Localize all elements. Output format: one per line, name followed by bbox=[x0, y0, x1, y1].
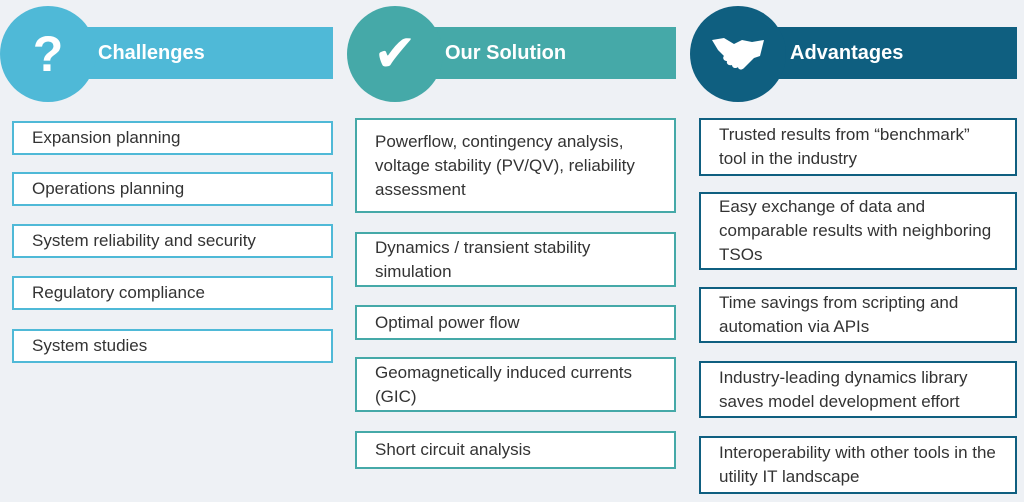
challenge-item: Expansion planning bbox=[12, 121, 333, 155]
solution-item: Optimal power flow bbox=[355, 305, 676, 340]
challenge-item: System studies bbox=[12, 329, 333, 363]
challenge-item: System reliability and security bbox=[12, 224, 333, 258]
solution-item: Powerflow, contingency analysis, voltage… bbox=[355, 118, 676, 213]
advantages-header: Advantages bbox=[690, 6, 1017, 102]
advantage-item: Interoperability with other tools in the… bbox=[699, 436, 1017, 494]
advantage-item: Time savings from scripting and automati… bbox=[699, 287, 1017, 343]
advantage-item: Trusted results from “benchmark” tool in… bbox=[699, 118, 1017, 176]
handshake-icon bbox=[690, 6, 786, 102]
advantage-item: Easy exchange of data and comparable res… bbox=[699, 192, 1017, 270]
challenge-item: Regulatory compliance bbox=[12, 276, 333, 310]
solution-header: Our Solution ✔ bbox=[347, 6, 676, 102]
solution-item: Short circuit analysis bbox=[355, 431, 676, 469]
advantage-item: Industry-leading dynamics library saves … bbox=[699, 361, 1017, 418]
question-icon: ? bbox=[0, 6, 96, 102]
challenge-item: Operations planning bbox=[12, 172, 333, 206]
challenges-header: Challenges ? bbox=[0, 6, 333, 102]
solution-item: Dynamics / transient stability simulatio… bbox=[355, 232, 676, 287]
checkmark-icon: ✔ bbox=[347, 6, 443, 102]
solution-item: Geomagnetically induced currents (GIC) bbox=[355, 357, 676, 412]
